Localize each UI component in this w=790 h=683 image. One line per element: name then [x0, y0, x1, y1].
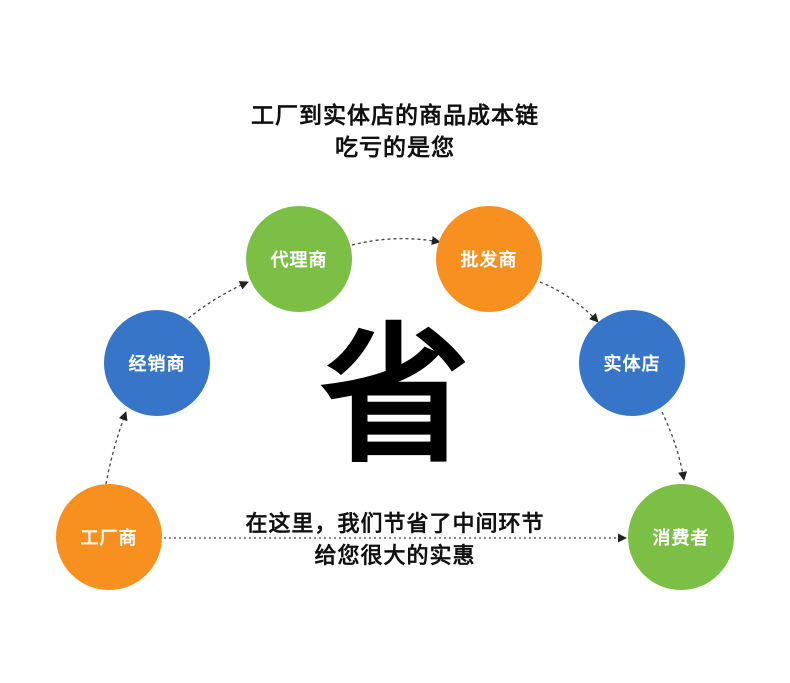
node-factory-label: 工厂商	[80, 528, 138, 549]
node-wholesaler-label: 批发商	[460, 250, 518, 271]
node-agent: 代理商	[246, 206, 352, 312]
node-store: 实体店	[579, 310, 685, 416]
node-factory: 工厂商	[56, 484, 162, 590]
node-agent-label: 代理商	[270, 250, 328, 271]
node-store-label: 实体店	[603, 354, 661, 375]
center-character: 省	[319, 310, 470, 484]
node-consumer-label: 消费者	[652, 528, 710, 549]
arrow-agent-to-wholesaler	[351, 236, 441, 246]
title-line-2: 吃亏的是您	[335, 135, 455, 161]
arrow-factory-to-distributor	[105, 411, 128, 485]
arrow-wholesaler-to-store	[539, 281, 599, 323]
node-consumer: 消费者	[628, 484, 734, 590]
arrow-store-to-consumer	[661, 411, 688, 481]
subtitle-line-1: 在这里，我们节省了中间环节	[245, 512, 545, 537]
title-line-1: 工厂到实体店的商品成本链	[251, 103, 539, 129]
node-distributor: 经销商	[104, 310, 210, 416]
node-wholesaler: 批发商	[436, 206, 542, 312]
node-distributor-label: 经销商	[128, 354, 186, 375]
subtitle-line-2: 给您很大的实惠	[314, 544, 476, 569]
arrow-distributor-to-agent	[183, 281, 249, 323]
